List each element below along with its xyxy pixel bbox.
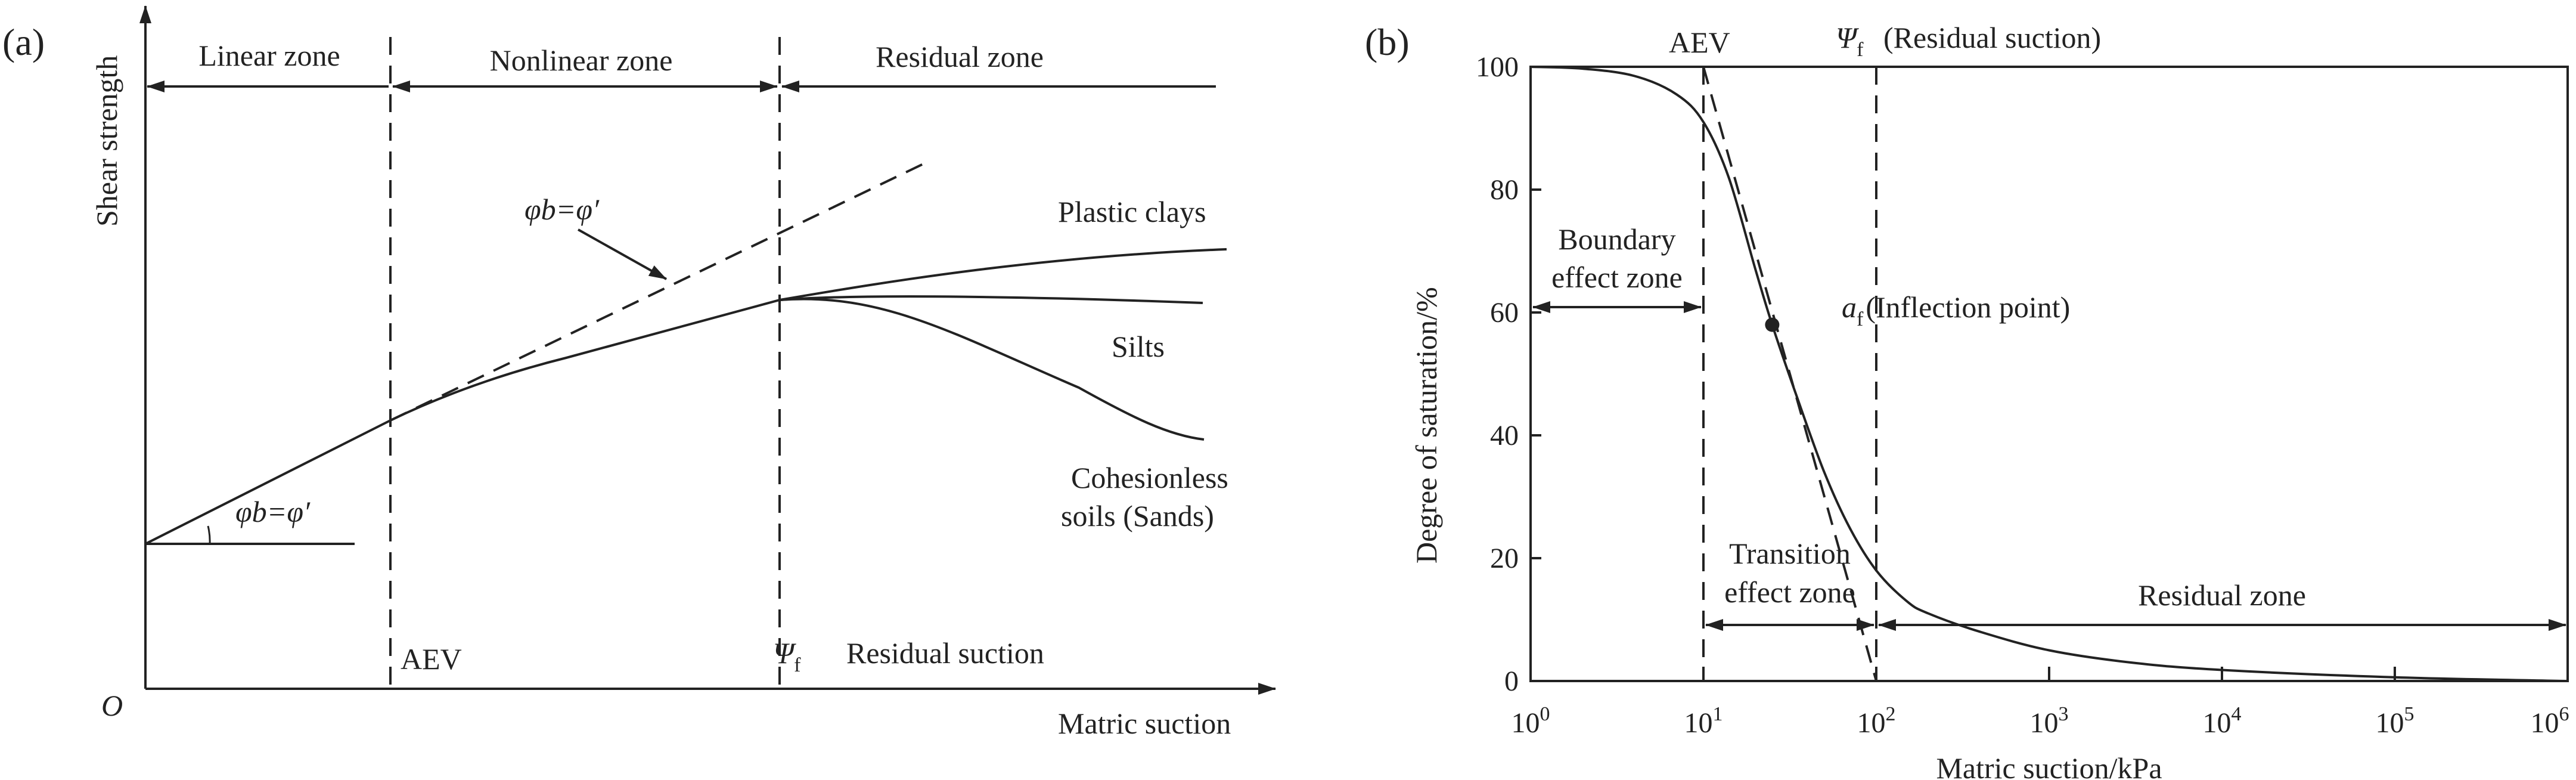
panel-b-inflection-point [1765,317,1780,332]
panel-b-swcc-curve [1530,66,2568,682]
panel-a-label: (a) [2,21,45,63]
panel-a-cohesionless-label: Cohesionless [1071,461,1228,494]
panel-a-plastic-clays-curve [779,248,1227,301]
panel-a-aev-label: AEV [401,642,462,676]
y-tick-label-40: 40 [1490,420,1519,451]
panel-b-psi-symbol: Ψf [1836,21,1864,61]
panel-b-boundary-label-2: effect zone [1551,261,1683,294]
panel-a-linear-zone-label: Linear zone [198,39,340,72]
panel-a-origin-label: O [101,689,123,722]
panel-b-y-axis-label: Degree of saturation/% [1410,287,1443,564]
panel-a-silts-curve [779,295,1203,304]
panel-b-transition-label-2: effect zone [1724,575,1855,609]
panel-a-sands-curve [779,298,1205,441]
x-tick-label-1e5: 105 [2376,703,2414,739]
panel-a-slope-label-top: φb=φ′ [524,193,600,226]
panel-a-residual-suction-label: Residual suction [846,636,1044,670]
panel-a-plastic-clays-label: Plastic clays [1058,195,1206,228]
x-tick-label-1e2: 102 [1857,703,1896,739]
x-tick-label-1e1: 101 [1684,703,1723,739]
panel-b-residual-suction-label: (Residual suction) [1883,21,2101,54]
panel-a-slope-label-bottom: φb=φ′ [235,495,311,528]
panel-a-sands-label: soils (Sands) [1061,499,1214,533]
panel-b: (b) Degree of saturation/% Matric suctio… [1365,21,2569,780]
panel-b-aev-label: AEV [1669,26,1730,59]
panel-b-plot-frame [1529,66,2569,682]
x-tick-label-1e4: 104 [2203,703,2242,739]
y-tick-label-60: 60 [1490,297,1519,329]
panel-b-boundary-label-1: Boundary [1558,222,1675,256]
panel-b-label: (b) [1365,21,1410,63]
panel-a-silts-label: Silts [1112,330,1165,363]
panel-b-x-axis-label: Matric suction/kPa [1936,751,2162,780]
panel-a-x-axis-label: Matric suction [1058,707,1231,740]
panel-a-angle-arc [207,525,211,544]
x-tick-label-1e6: 106 [2531,703,2569,739]
panel-b-residual-zone-label: Residual zone [2138,578,2306,612]
y-tick-label-100: 100 [1476,51,1519,83]
panel-a-nonlinear-zone-label: Nonlinear zone [490,44,673,77]
panel-b-inflection-label: af(Inflection point) [1842,290,2070,330]
panel-a-slope-pointer [578,228,667,280]
x-tick-label-1e3: 103 [2030,703,2069,739]
panel-a-residual-zone-label: Residual zone [876,40,1044,73]
panel-a: (a) Shear strength Matric suction O Line… [2,5,1276,740]
y-tick-label-20: 20 [1490,543,1519,574]
y-tick-label-80: 80 [1490,174,1519,206]
panel-b-x-ticks: 100 101 102 103 104 105 106 [1512,667,2569,739]
panel-b-transition-label-1: Transition [1729,537,1851,570]
panel-a-extrapolated-line [390,161,927,422]
panel-a-psi-symbol: Ψf [773,636,801,676]
panel-a-y-axis-label: Shear strength [90,55,123,227]
x-tick-label-1e0: 100 [1512,703,1550,739]
y-tick-label-0: 0 [1504,666,1519,697]
